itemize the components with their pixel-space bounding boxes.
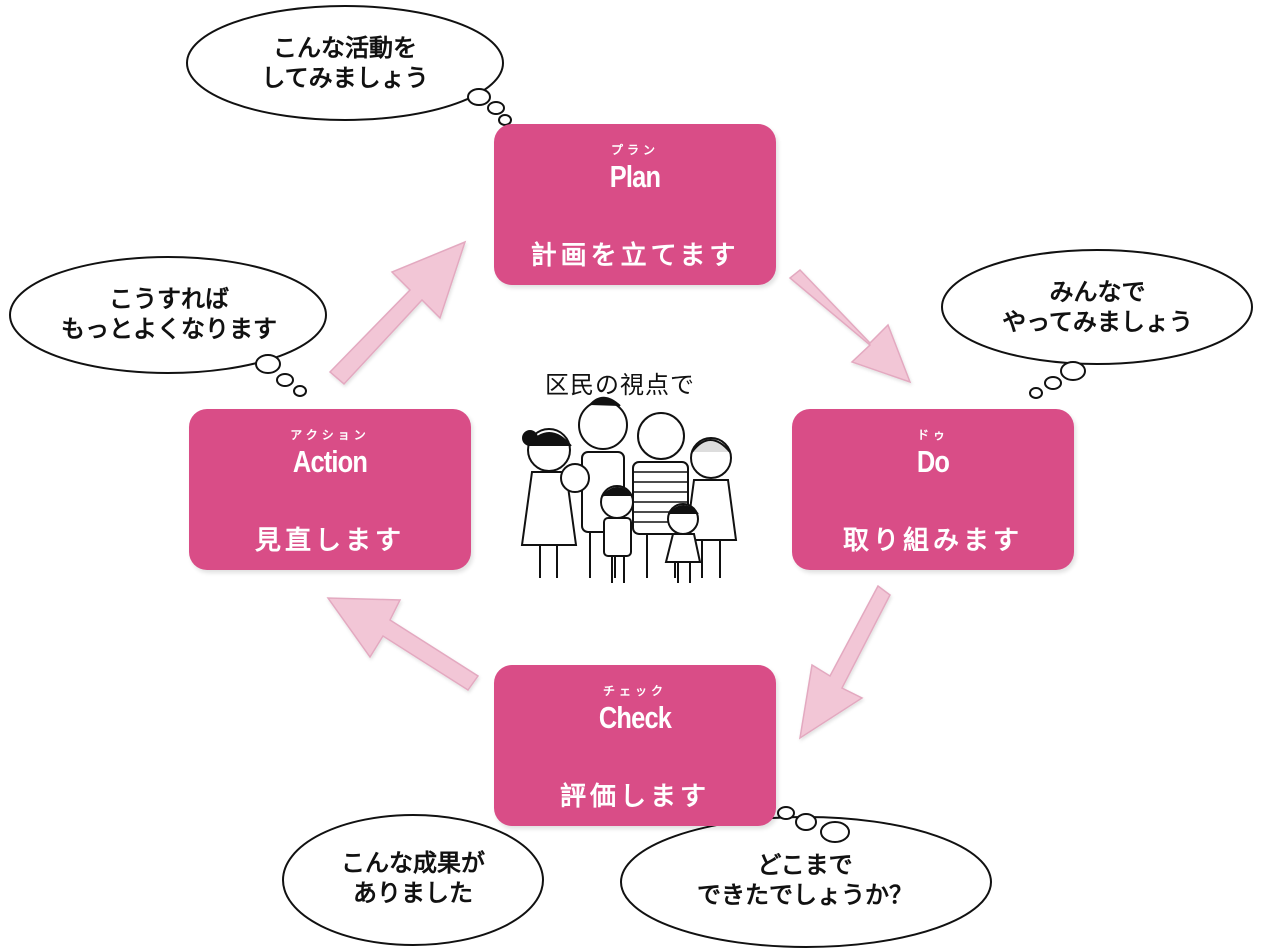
bubble-result: こんな成果が ありました <box>300 848 526 908</box>
bubble-check-line1: どこまで <box>757 851 853 879</box>
action-title: Action <box>292 444 368 479</box>
center-caption: 区民の視点で <box>545 371 695 399</box>
bubble-plan-shape <box>186 5 504 121</box>
plan-box: プラン Plan 計画を立てます <box>494 124 776 285</box>
bubble-do-shape <box>941 249 1253 365</box>
arrow-check-to-action <box>326 597 480 692</box>
bubble-plan: こんな活動を してみましょう <box>200 33 490 93</box>
bubble-do-line2: やってみましょう <box>1002 308 1193 336</box>
bubble-plan-line1: こんな活動を <box>273 34 417 62</box>
bubble-check-line2: できたでしょうか？ <box>697 881 913 909</box>
action-box: アクション Action 見直します <box>189 409 471 570</box>
plan-subtitle: 計画を立てます <box>530 241 740 271</box>
plan-ruby: プラン <box>610 143 659 157</box>
arrow-do-to-check <box>798 584 891 740</box>
do-title: Do <box>916 444 950 479</box>
check-subtitle: 評価します <box>559 782 710 812</box>
bubble-do-line1: みんなで <box>1049 278 1146 306</box>
do-box: ドゥ Do 取り組みます <box>792 409 1074 570</box>
bubble-check: どこまで できたでしょうか？ <box>640 850 970 910</box>
plan-title: Plan <box>609 159 661 194</box>
family-illustration <box>520 396 738 583</box>
bubble-result-line2: ありました <box>353 879 473 907</box>
bubble-action-shape <box>9 256 327 374</box>
bubble-plan-line2: してみましょう <box>261 64 429 92</box>
action-subtitle: 見直します <box>254 526 405 556</box>
action-ruby: アクション <box>290 428 370 442</box>
bubble-result-line1: こんな成果が <box>341 849 485 877</box>
arrow-plan-to-do <box>788 268 912 384</box>
check-ruby: チェック <box>602 684 667 698</box>
check-title: Check <box>598 700 672 735</box>
bubble-action-line2: もっとよくなります <box>61 315 277 343</box>
bubble-do: みんなで やってみましょう <box>950 277 1245 337</box>
do-ruby: ドゥ <box>916 428 949 442</box>
check-box: チェック Check 評価します <box>494 665 776 826</box>
do-subtitle: 取り組みます <box>842 526 1023 556</box>
bubble-action: こうすれば もっとよくなります <box>14 284 324 344</box>
bubble-action-line1: こうすれば <box>109 285 229 313</box>
bubble-result-shape <box>282 814 544 946</box>
arrow-action-to-plan <box>328 240 467 386</box>
